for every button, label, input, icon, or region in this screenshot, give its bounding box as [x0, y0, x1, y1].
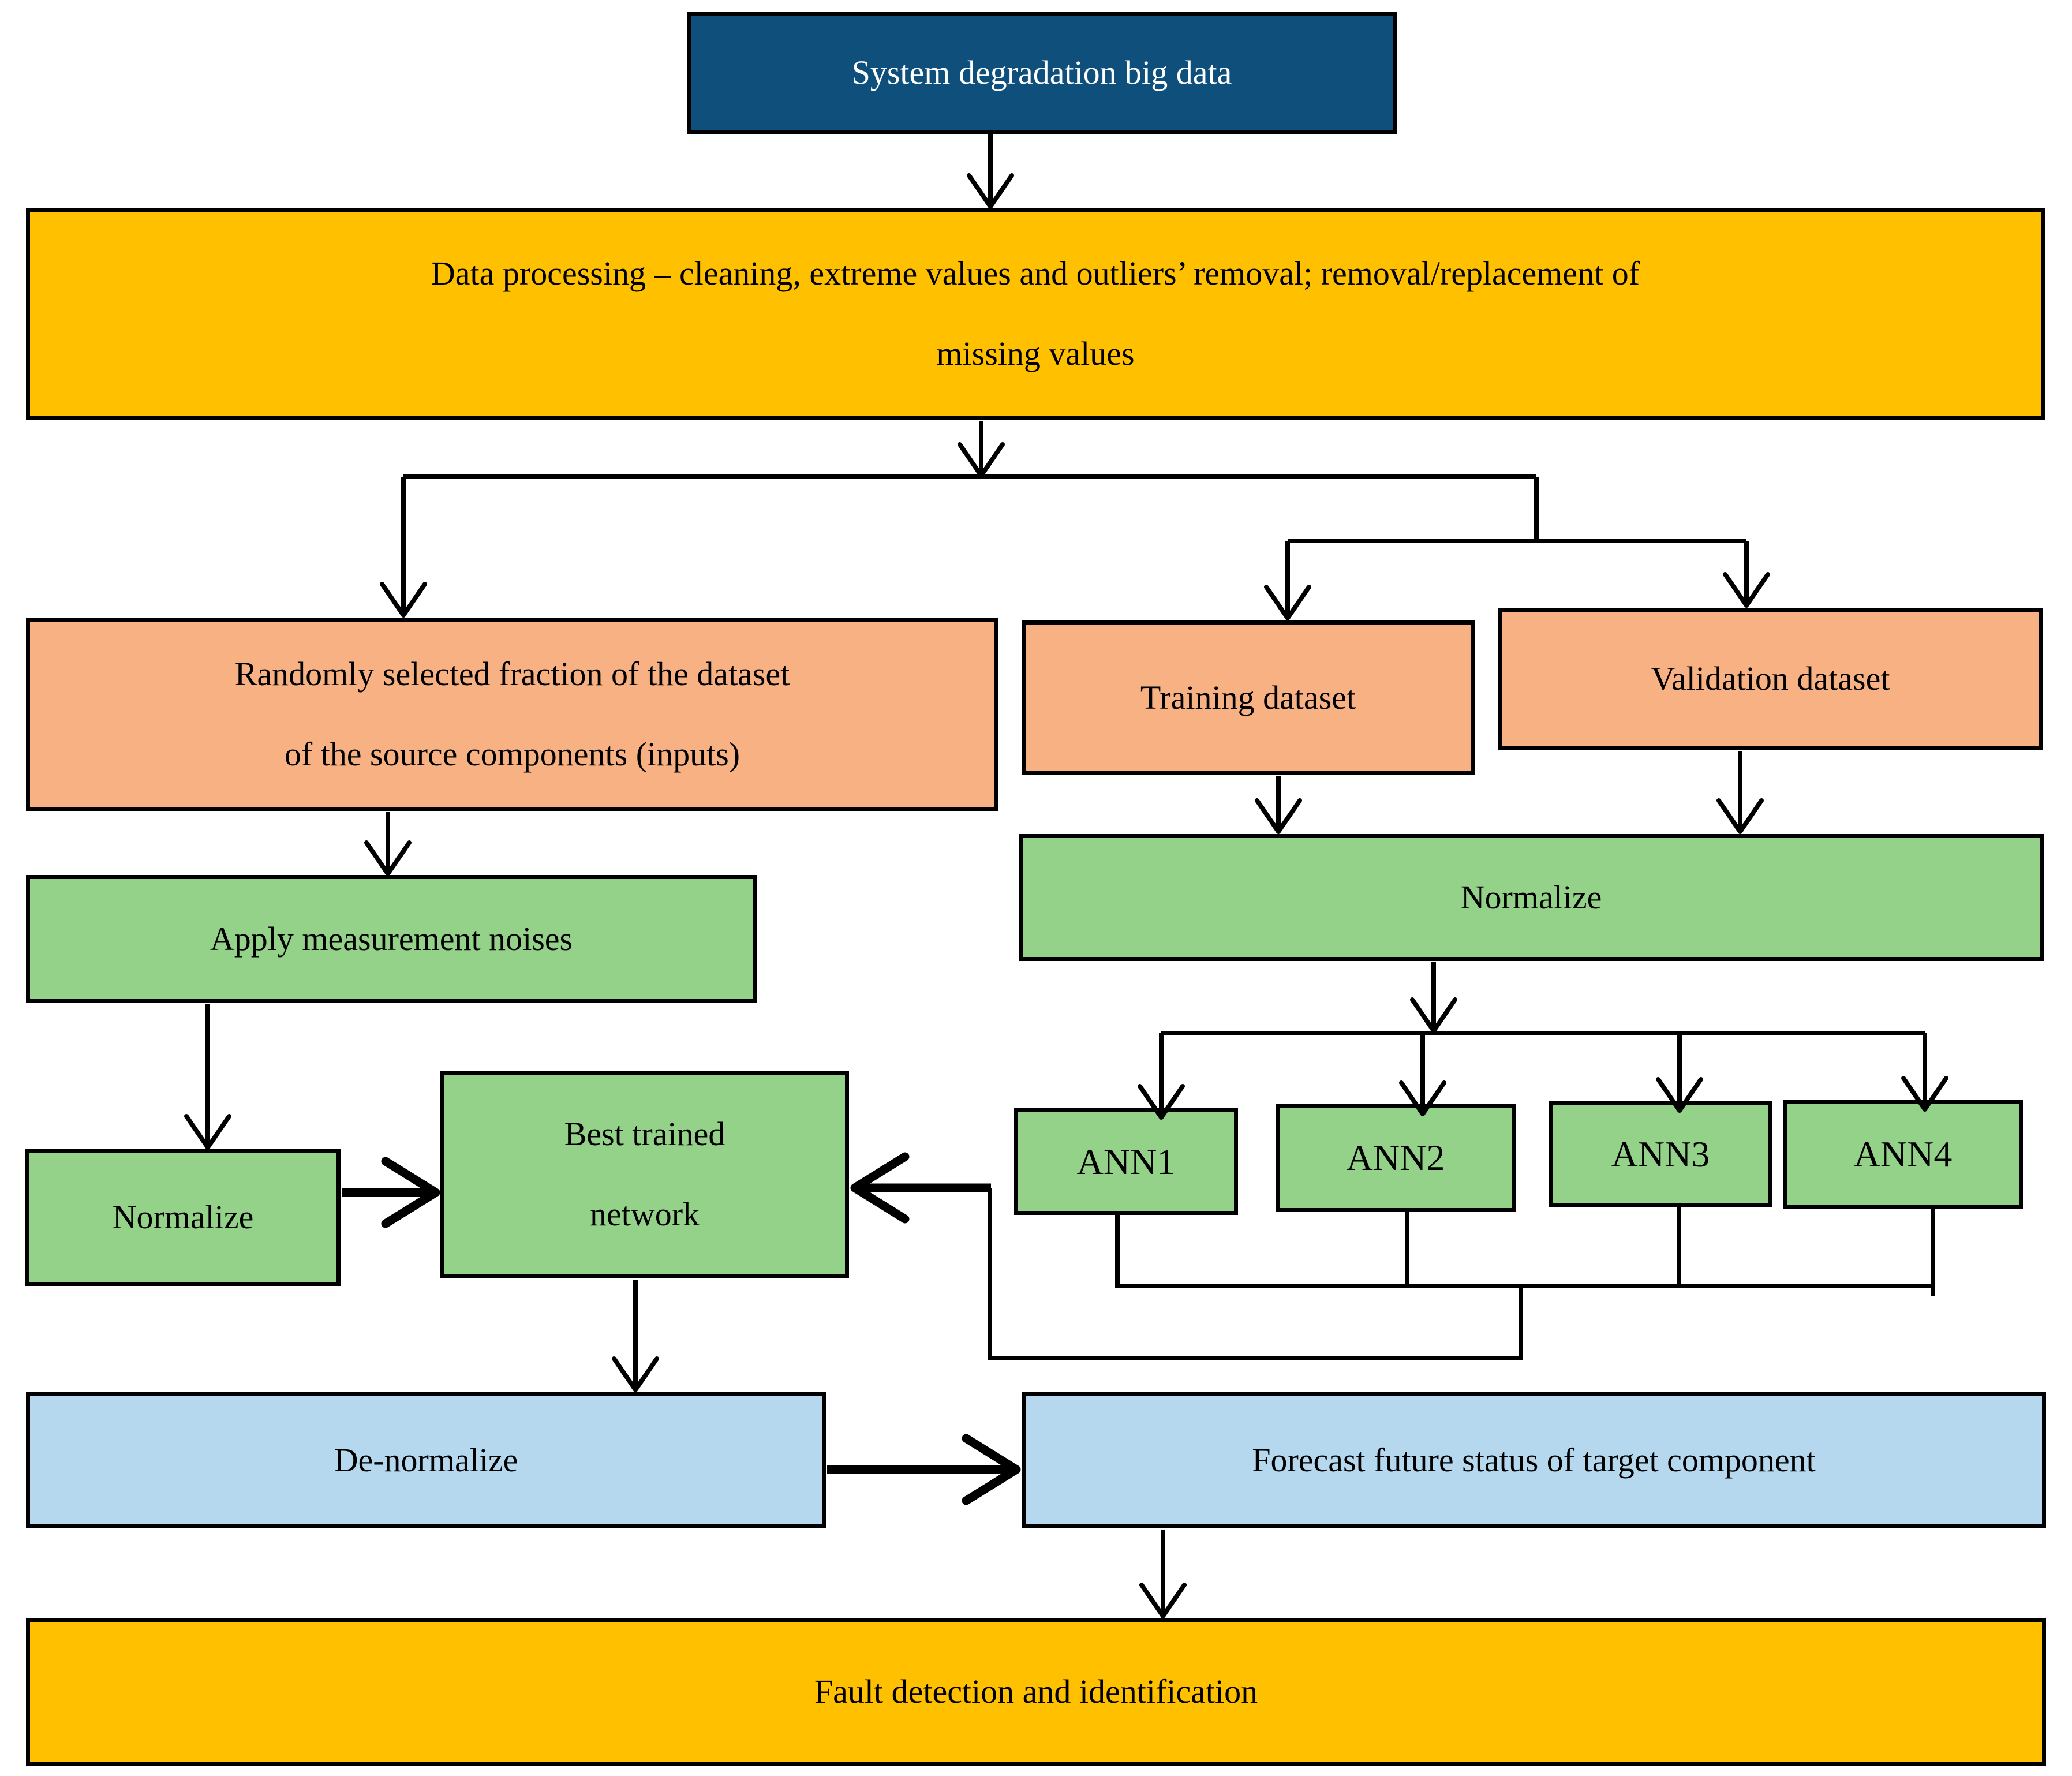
node-normalize-left: Normalize [25, 1149, 341, 1286]
node-label: missing values [936, 335, 1135, 372]
node-ann1: ANN1 [1014, 1108, 1238, 1215]
node-randomly-selected-fraction: Randomly selected fraction of the datase… [26, 618, 998, 811]
node-label: network [589, 1195, 700, 1233]
node-training-dataset: Training dataset [1022, 620, 1475, 775]
node-best-trained-network: Best trained network [440, 1071, 849, 1278]
node-label: Training dataset [1140, 678, 1356, 716]
node-label: Normalize [1460, 878, 1602, 916]
node-label: Apply measurement noises [210, 919, 573, 958]
node-label: ANN2 [1346, 1137, 1445, 1179]
node-validation-dataset: Validation dataset [1498, 608, 2043, 750]
node-label: ANN3 [1611, 1134, 1710, 1175]
node-label: ANN4 [1853, 1134, 1953, 1175]
node-label: Fault detection and identification [814, 1673, 1258, 1711]
node-label: System degradation big data [851, 53, 1232, 91]
node-label: De-normalize [334, 1441, 518, 1479]
node-label: ANN1 [1076, 1141, 1176, 1182]
node-forecast-future-status: Forecast future status of target compone… [1022, 1392, 2046, 1528]
node-label: Data processing – cleaning, extreme valu… [431, 255, 1640, 293]
node-label: Randomly selected fraction of the datase… [234, 655, 790, 693]
node-label: Best trained [564, 1115, 725, 1153]
node-normalize-right: Normalize [1019, 834, 2044, 961]
node-label: Normalize [112, 1198, 254, 1236]
node-apply-measurement-noises: Apply measurement noises [26, 875, 757, 1003]
node-system-degradation-big-data: System degradation big data [687, 12, 1397, 134]
node-ann4: ANN4 [1783, 1100, 2023, 1209]
node-denormalize: De-normalize [26, 1392, 826, 1528]
node-label: Validation dataset [1651, 660, 1890, 698]
node-label: of the source components (inputs) [284, 735, 740, 773]
node-data-processing: Data processing – cleaning, extreme valu… [26, 208, 2045, 420]
node-fault-detection-identification: Fault detection and identification [26, 1618, 2046, 1766]
node-ann2: ANN2 [1276, 1104, 1516, 1212]
node-label: Forecast future status of target compone… [1252, 1441, 1816, 1479]
node-ann3: ANN3 [1549, 1101, 1772, 1207]
